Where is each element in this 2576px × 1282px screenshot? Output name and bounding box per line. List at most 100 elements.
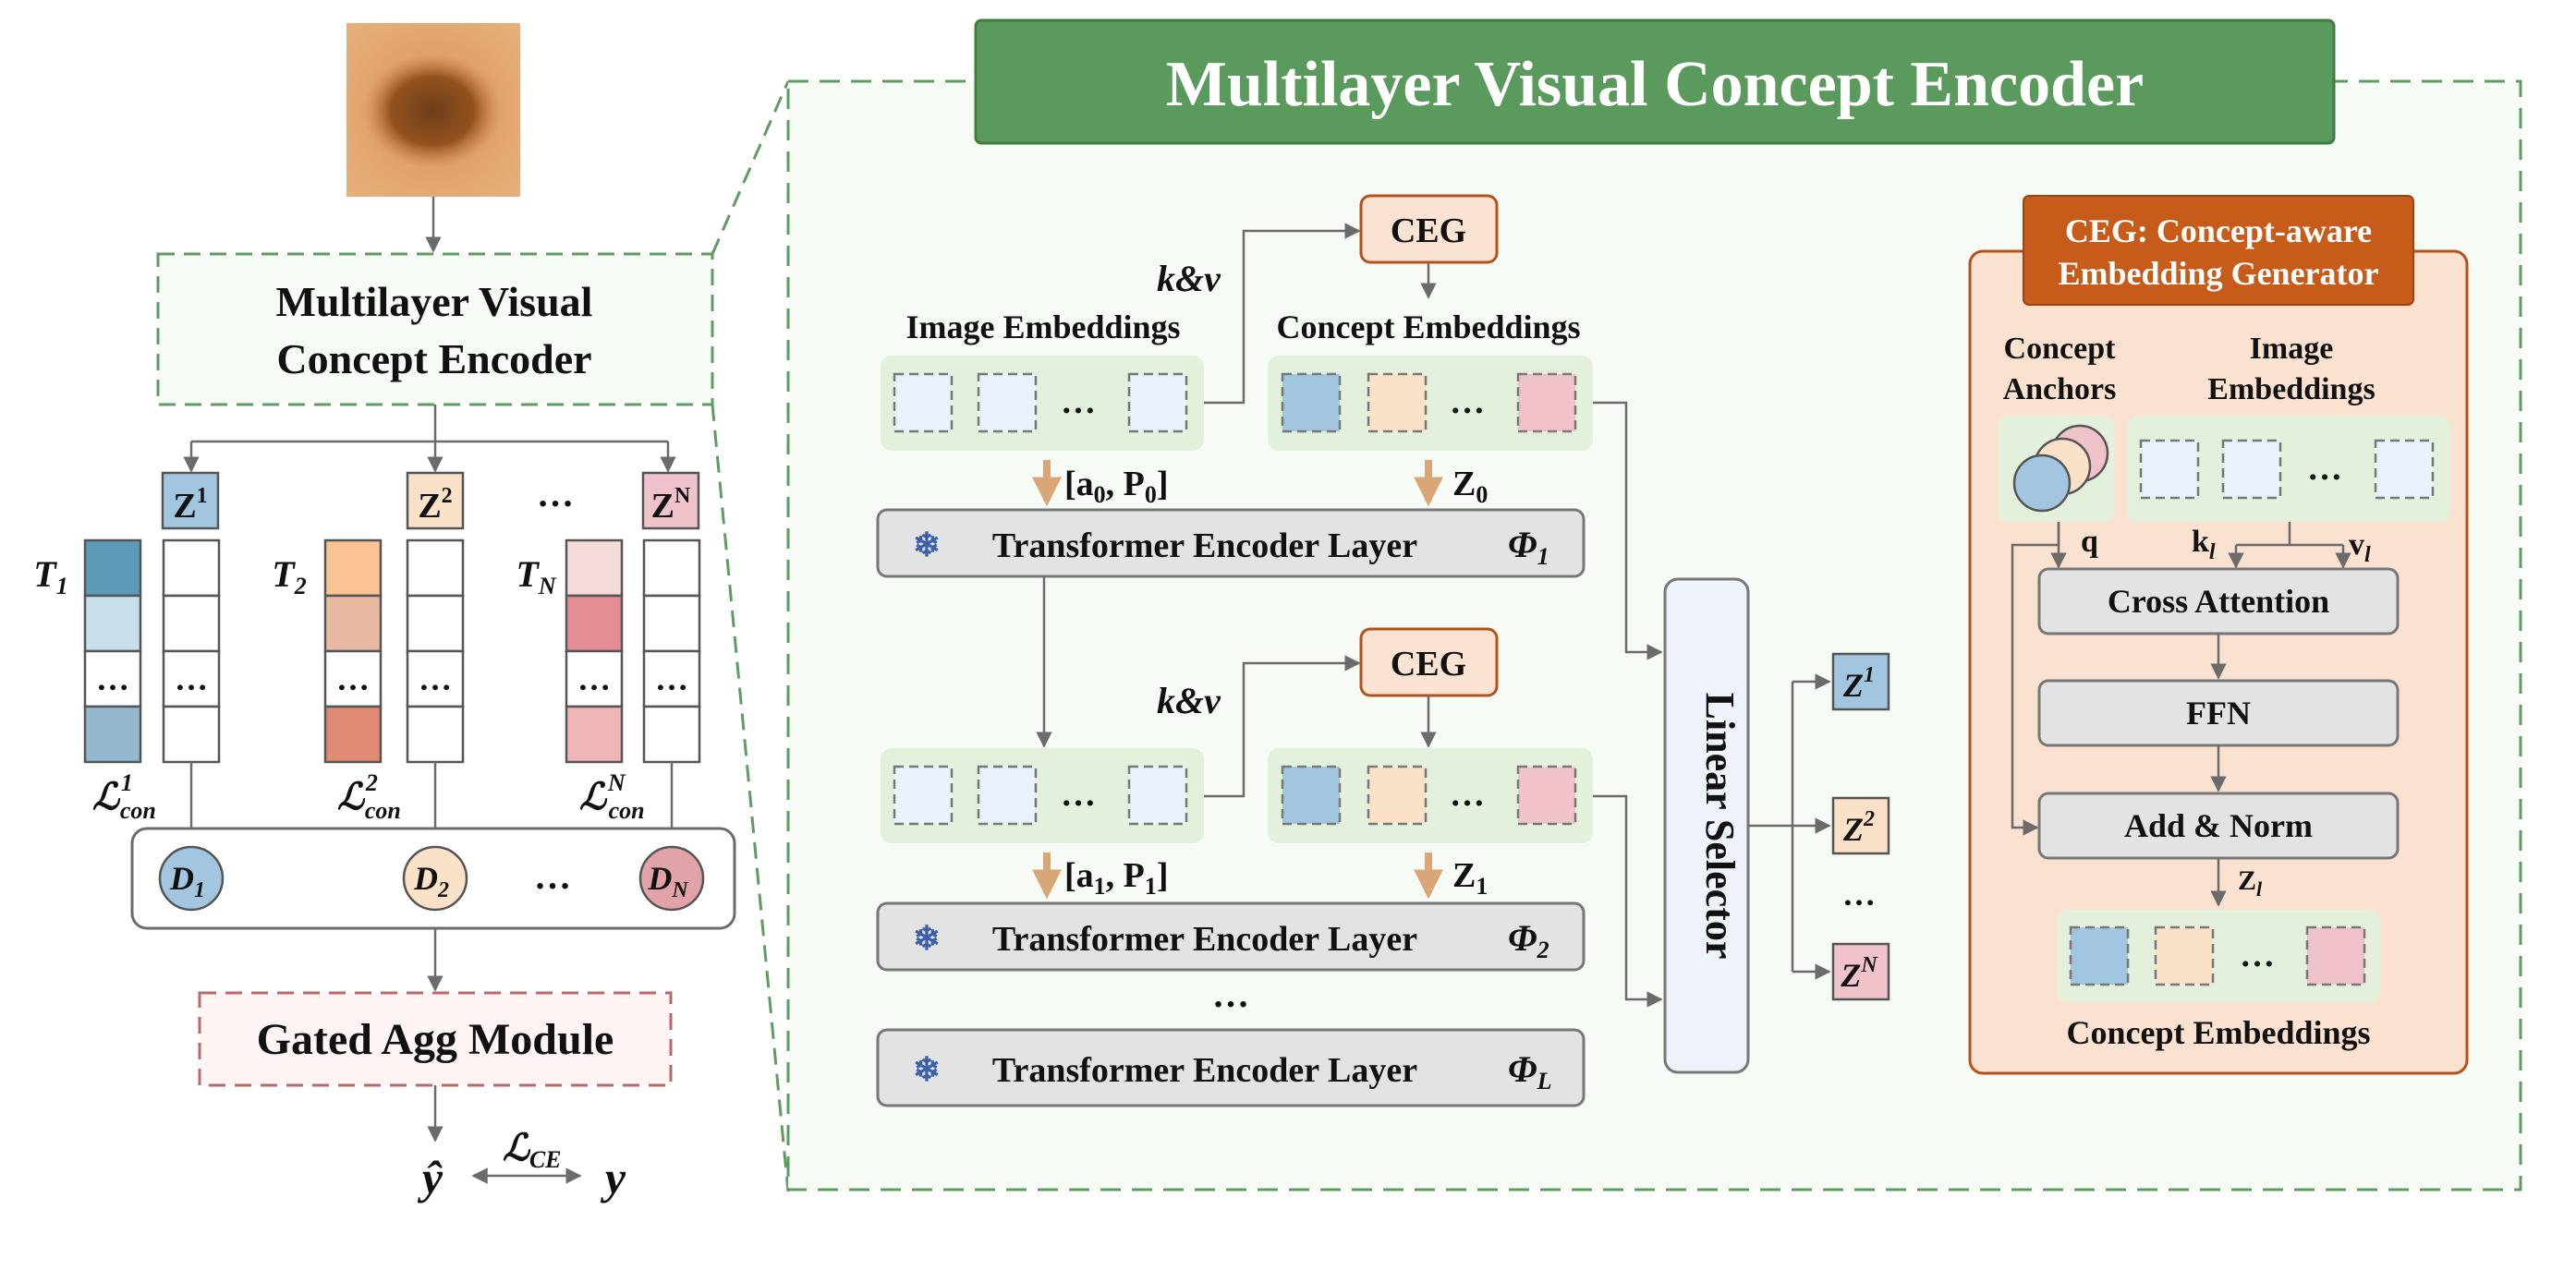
- add-norm-block: Add & Norm: [2037, 792, 2400, 860]
- svg-text:ZN: ZN: [1840, 953, 1878, 994]
- image-emb-to-ceg2: [1204, 655, 1361, 798]
- svg-text:…: …: [1450, 775, 1485, 814]
- image-embedding-column-1: …: [162, 538, 221, 764]
- svg-text:…: …: [1061, 775, 1096, 814]
- concept-row2-to-selector: [1593, 794, 1663, 1008]
- input-label-0: [a0, P0]: [1064, 465, 1169, 508]
- image-emb-to-ceg1: [1204, 223, 1361, 405]
- v-label: vl: [2349, 527, 2371, 567]
- svg-text:Z1: Z1: [173, 484, 207, 526]
- svg-text:FFN: FFN: [2186, 695, 2251, 732]
- ceg-title-bar: [2023, 195, 2414, 306]
- z1-box: Z1: [161, 471, 220, 530]
- svg-text:Φ2: Φ2: [1508, 917, 1549, 963]
- encoder-box-small: [156, 252, 714, 406]
- svg-text:Z2: Z2: [418, 484, 452, 526]
- transformer-layer-l: ❄ Transformer Encoder Layer ΦL: [876, 1028, 1586, 1107]
- concept-anchors-line1: Concept: [2004, 332, 2117, 366]
- d1-node: D1: [158, 845, 225, 912]
- ceg-image-embeddings-line1: Image: [2250, 332, 2334, 366]
- concept-row1-to-selector: [1593, 401, 1663, 660]
- text-embedding-column-1: …: [83, 538, 142, 764]
- output-z1: Z1: [1831, 652, 1890, 711]
- image-embedding-column-n: …: [642, 538, 701, 764]
- dn-node: DN: [638, 845, 705, 912]
- image-token-row-2: …: [881, 748, 1204, 843]
- kv-label-2: k&v: [1157, 680, 1221, 721]
- transformer-layer-2: ❄ Transformer Encoder Layer Φ2: [876, 901, 1586, 972]
- main-title-bar: [974, 18, 2336, 145]
- output-ellipsis: …: [1842, 876, 1876, 913]
- svg-text:…: …: [96, 660, 129, 697]
- t2-label: T2: [272, 553, 306, 599]
- snowflake-icon: ❄: [913, 920, 941, 957]
- ceg-label-2: CEG: [1391, 645, 1466, 683]
- svg-text:DN: DN: [647, 860, 689, 902]
- svg-text:Transformer Encoder Layer: Transformer Encoder Layer: [992, 1051, 1417, 1090]
- ceg-image-embeddings-line2: Embeddings: [2207, 372, 2375, 406]
- d2-node: D2: [402, 845, 468, 912]
- svg-text:…: …: [577, 660, 611, 697]
- z0-label: Z0: [1452, 465, 1488, 508]
- z2-box: Z2: [406, 471, 465, 530]
- svg-text:…: …: [175, 660, 208, 697]
- snowflake-icon: ❄: [913, 526, 941, 563]
- q-label: q: [2081, 525, 2098, 559]
- svg-text:Transformer Encoder Layer: Transformer Encoder Layer: [992, 526, 1417, 565]
- svg-text:Transformer Encoder Layer: Transformer Encoder Layer: [992, 920, 1417, 959]
- y-hat: ŷ: [418, 1152, 444, 1203]
- ceg-concept-token-row: …: [2057, 910, 2380, 1002]
- linear-selector-box: Linear Selector: [1663, 577, 1750, 1074]
- text-embedding-column-n: …: [565, 538, 624, 764]
- svg-text:D2: D2: [413, 860, 449, 902]
- loss-ce: ℒCE: [503, 1127, 562, 1173]
- encoder-title-line2: Concept Encoder: [276, 335, 591, 382]
- z-ellipsis: …: [537, 473, 574, 514]
- gated-agg-box: [198, 991, 673, 1087]
- tn-label: TN: [516, 553, 556, 599]
- k-label: kl: [2192, 525, 2216, 564]
- skin-lesion-image: [346, 23, 520, 197]
- svg-text:Z1: Z1: [1842, 663, 1875, 704]
- zoom-connector-bottom: [711, 404, 790, 1192]
- image-embeddings-label: Image Embeddings: [905, 308, 1180, 345]
- ceg-label-1: CEG: [1391, 212, 1466, 250]
- z1-label: Z1: [1452, 856, 1488, 900]
- concept-token-row-2: …: [1268, 748, 1593, 843]
- transformer-layer-1: ❄ Transformer Encoder Layer Φ1: [876, 508, 1586, 578]
- svg-text:…: …: [336, 660, 370, 697]
- concept-anchors-line2: Anchors: [2003, 372, 2117, 406]
- svg-text:…: …: [655, 660, 688, 697]
- residual-connection: [2011, 522, 2060, 836]
- svg-text:…: …: [1450, 382, 1485, 421]
- svg-text:ZN: ZN: [651, 484, 691, 526]
- d-ellipsis: …: [534, 855, 571, 897]
- svg-text:Φ1: Φ1: [1508, 524, 1549, 570]
- t1-label: T1: [33, 553, 67, 599]
- svg-text:…: …: [2240, 936, 2275, 974]
- svg-text:…: …: [2307, 449, 2342, 488]
- gated-agg-label: Gated Agg Module: [257, 1015, 614, 1064]
- ceg-title-line2: Embedding Generator: [2059, 255, 2379, 292]
- ceg-title-line1: CEG: Concept-aware: [2065, 212, 2372, 249]
- svg-text:Add & Norm: Add & Norm: [2124, 807, 2313, 844]
- layer-ellipsis: …: [1212, 974, 1249, 1015]
- svg-text:Cross Attention: Cross Attention: [2108, 583, 2329, 620]
- svg-text:D1: D1: [169, 860, 205, 902]
- snowflake-icon: ❄: [913, 1051, 941, 1088]
- image-token-row-1: …: [881, 356, 1204, 451]
- concept-anchor-circles: [1998, 416, 2114, 522]
- zn-box: ZN: [641, 471, 700, 530]
- ceg-image-token-row: …: [2127, 416, 2450, 522]
- zl-label: Zl: [2238, 865, 2263, 901]
- output-z2: Z2: [1831, 796, 1890, 855]
- svg-text:ΦL: ΦL: [1508, 1048, 1551, 1095]
- text-embedding-column-2: …: [323, 538, 383, 764]
- concept-embeddings-label: Concept Embeddings: [1276, 308, 1580, 345]
- main-title: Multilayer Visual Concept Encoder: [1166, 49, 2144, 120]
- zoom-connector-top: [711, 80, 790, 255]
